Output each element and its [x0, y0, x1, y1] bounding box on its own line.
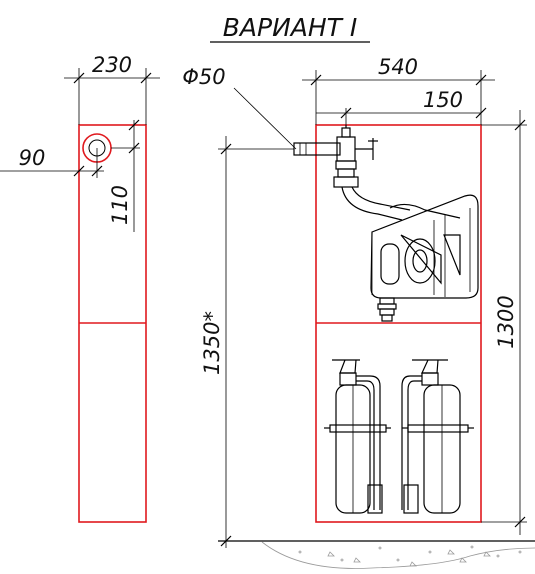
dim-valve-offset-label: 150	[423, 88, 463, 112]
dim-side-width-label: 230	[92, 53, 132, 77]
dim-pipe-diameter: Φ50	[182, 65, 297, 150]
dim-total-height-label: 1350*	[200, 311, 224, 375]
ground-line	[218, 540, 535, 569]
dim-cabinet-width: 540	[302, 55, 495, 125]
drawing-title: ВАРИАНТ I	[223, 13, 358, 42]
dim-side-width: 230	[64, 53, 160, 125]
dim-hole-height: 110	[108, 119, 140, 232]
dim-pipe-diameter-label: Φ50	[182, 65, 225, 89]
side-view: 230 90 110	[0, 53, 160, 523]
dim-hole-offset-label: 90	[19, 146, 46, 170]
fire-extinguisher-right	[401, 359, 474, 514]
dim-hole-offset: 90	[0, 146, 104, 178]
pipe-inlet	[293, 125, 378, 188]
hose-nozzle	[377, 297, 397, 322]
dim-hole-height-label: 110	[108, 185, 132, 225]
fire-extinguisher-left	[324, 359, 391, 514]
front-view: Φ50 540 150 1300	[182, 55, 535, 569]
hose-reel	[370, 194, 479, 299]
hose	[341, 186, 411, 221]
title-block: ВАРИАНТ I	[210, 13, 370, 43]
dim-valve-offset: 150	[316, 88, 487, 125]
dim-cabinet-width-label: 540	[378, 55, 418, 79]
dim-cabinet-height-label: 1300	[494, 295, 518, 348]
dim-cabinet-height: 1300	[481, 110, 527, 535]
dim-total-height: 1350*	[200, 136, 294, 548]
